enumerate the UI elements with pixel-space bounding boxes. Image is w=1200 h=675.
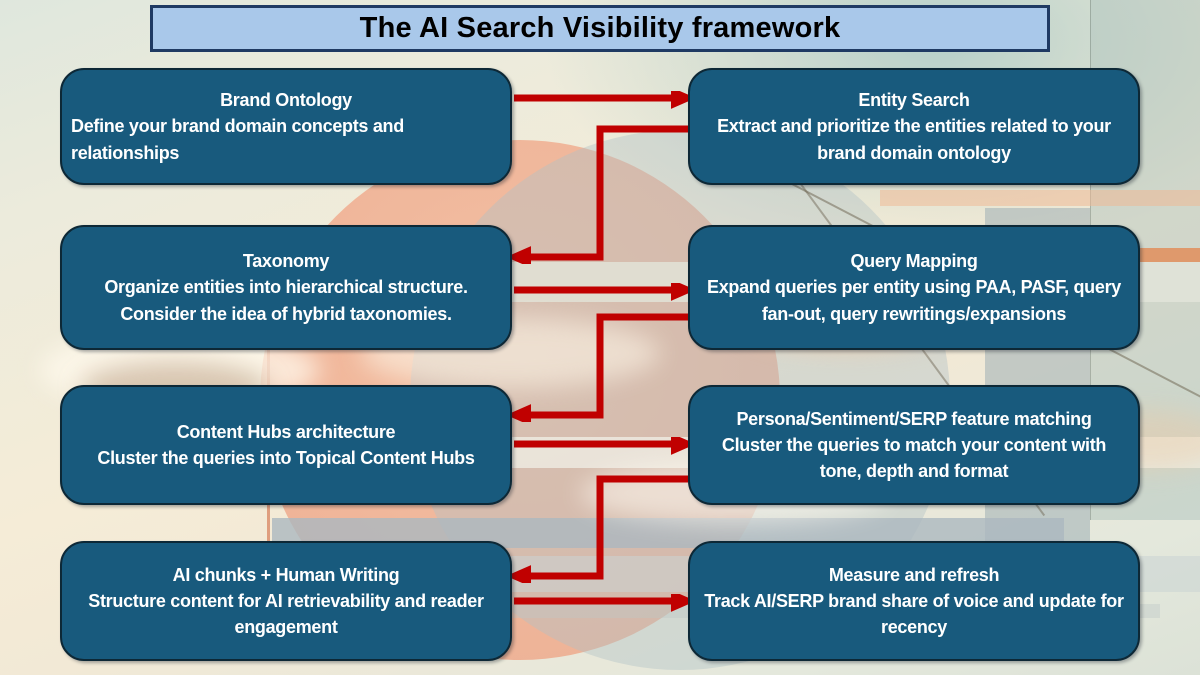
box-persona-sentiment-serp-feature-matching: Persona/Sentiment/SERP feature matching … bbox=[688, 385, 1140, 505]
box-body: Define your brand domain concepts and re… bbox=[71, 116, 404, 163]
arrow-entity-search-to-taxonomy bbox=[530, 125, 688, 257]
box-body: Track AI/SERP brand share of voice and u… bbox=[704, 590, 1124, 638]
box-title: Brand Ontology bbox=[220, 90, 352, 111]
arrow-persona-to-ai-chunks bbox=[530, 475, 688, 576]
box-title: Content Hubs architecture bbox=[176, 421, 396, 442]
box-title: Entity Search bbox=[858, 90, 970, 111]
page-title: The AI Search Visibility framework bbox=[150, 5, 1050, 52]
box-title: AI chunks + Human Writing bbox=[172, 564, 400, 585]
box-title: Measure and refresh bbox=[828, 564, 1000, 585]
box-ai-chunks-human-writing: AI chunks + Human Writing Structure cont… bbox=[60, 541, 512, 661]
box-body: Organize entities into hierarchical stru… bbox=[104, 277, 468, 324]
box-title: Query Mapping bbox=[850, 251, 978, 272]
box-title: Persona/Sentiment/SERP feature matching bbox=[736, 408, 1092, 429]
page-title-text: The AI Search Visibility framework bbox=[359, 12, 841, 44]
box-body: Extract and prioritize the entities rela… bbox=[717, 116, 1111, 163]
box-body: Structure content for AI retrievability … bbox=[88, 590, 484, 638]
box-measure-and-refresh: Measure and refresh Track AI/SERP brand … bbox=[688, 541, 1140, 661]
box-brand-ontology: Brand Ontology Define your brand domain … bbox=[60, 68, 512, 185]
box-content-hubs-architecture: Content Hubs architecture Cluster the qu… bbox=[60, 385, 512, 505]
box-taxonomy: Taxonomy Organize entities into hierarch… bbox=[60, 225, 512, 350]
box-body: Cluster the queries to match your conten… bbox=[721, 434, 1107, 482]
box-body: Cluster the queries into Topical Content… bbox=[97, 448, 475, 468]
box-entity-search: Entity Search Extract and prioritize the… bbox=[688, 68, 1140, 185]
arrow-query-mapping-to-content-hubs bbox=[530, 313, 688, 415]
box-title: Taxonomy bbox=[242, 251, 330, 272]
box-body: Expand queries per entity using PAA, PAS… bbox=[706, 277, 1122, 324]
box-query-mapping: Query Mapping Expand queries per entity … bbox=[688, 225, 1140, 350]
